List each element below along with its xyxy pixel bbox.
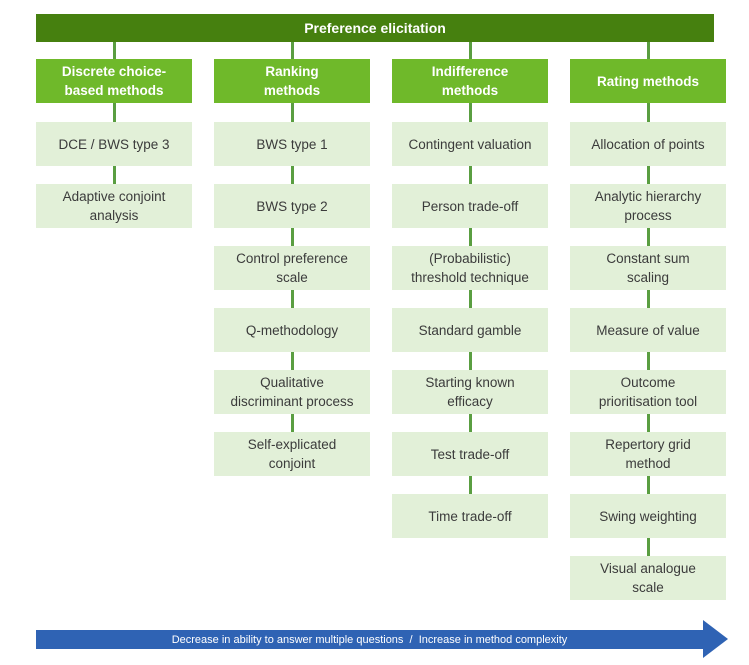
connector-line [113, 166, 116, 184]
connector-line [647, 476, 650, 494]
connector-line [291, 228, 294, 246]
complexity-arrow-label: Decrease in ability to answer multiple q… [171, 633, 568, 646]
connector-line [469, 352, 472, 370]
method-box: Adaptive conjoint analysis [36, 184, 192, 228]
connector-line [469, 290, 472, 308]
connector-line [647, 352, 650, 370]
method-box: Repertory grid method [570, 432, 726, 476]
column-header-discrete-choice: Discrete choice- based methods [36, 59, 192, 103]
column-header-indifference: Indifference methods [392, 59, 548, 103]
method-box: (Probabilistic) threshold technique [392, 246, 548, 290]
method-box: Outcome prioritisation tool [570, 370, 726, 414]
connector-line [469, 228, 472, 246]
connector-line [291, 103, 294, 122]
connector-line [647, 290, 650, 308]
connector-line [647, 166, 650, 184]
method-box: Person trade-off [392, 184, 548, 228]
method-box: Starting known efficacy [392, 370, 548, 414]
connector-line [291, 414, 294, 432]
connector-line [469, 166, 472, 184]
method-box: Allocation of points [570, 122, 726, 166]
connector-line [469, 476, 472, 494]
method-box: Control preference scale [214, 246, 370, 290]
method-box: Qualitative discriminant process [214, 370, 370, 414]
column-header-ranking: Ranking methods [214, 59, 370, 103]
connector-line [647, 414, 650, 432]
method-box: Q-methodology [214, 308, 370, 352]
method-box: Visual analogue scale [570, 556, 726, 600]
method-box: Analytic hierarchy process [570, 184, 726, 228]
connector-line [469, 42, 472, 59]
complexity-arrow: Decrease in ability to answer multiple q… [36, 630, 703, 649]
connector-line [291, 290, 294, 308]
connector-line [647, 42, 650, 59]
method-box: Swing weighting [570, 494, 726, 538]
method-box: Time trade-off [392, 494, 548, 538]
diagram-title: Preference elicitation [36, 14, 714, 42]
method-box: BWS type 2 [214, 184, 370, 228]
connector-line [291, 42, 294, 59]
complexity-arrow-head-icon [703, 620, 728, 658]
method-box: Constant sum scaling [570, 246, 726, 290]
method-box: BWS type 1 [214, 122, 370, 166]
connector-line [113, 42, 116, 59]
method-box: DCE / BWS type 3 [36, 122, 192, 166]
connector-line [469, 103, 472, 122]
connector-line [647, 103, 650, 122]
method-box: Self-explicated conjoint [214, 432, 370, 476]
connector-line [647, 538, 650, 556]
method-box: Measure of value [570, 308, 726, 352]
method-box: Contingent valuation [392, 122, 548, 166]
connector-line [291, 166, 294, 184]
connector-line [647, 228, 650, 246]
method-box: Test trade-off [392, 432, 548, 476]
connector-line [469, 414, 472, 432]
connector-line [113, 103, 116, 122]
column-header-rating: Rating methods [570, 59, 726, 103]
connector-line [291, 352, 294, 370]
method-box: Standard gamble [392, 308, 548, 352]
